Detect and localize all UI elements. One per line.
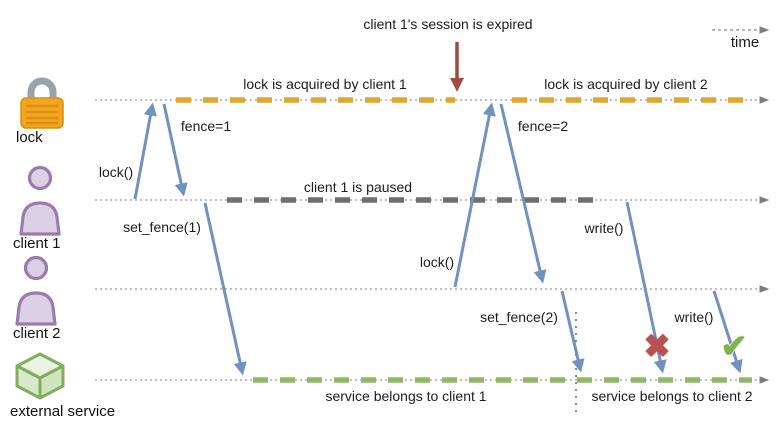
write-rejected-icon: ✖ xyxy=(643,328,671,364)
fence2-label: fence=2 xyxy=(517,118,569,134)
service-belongs-client1-label: service belongs to client 1 xyxy=(325,388,487,404)
lock-acquired-client1-label: lock is acquired by client 1 xyxy=(243,76,407,92)
session-expired-annotation: client 1's session is expired xyxy=(363,16,533,32)
lane-label-external-service: external service xyxy=(10,403,116,420)
time-axis-label: time xyxy=(730,34,760,51)
write1-label: write() xyxy=(584,220,624,236)
fence1-label: fence=1 xyxy=(180,118,232,134)
client1-paused-label: client 1 is paused xyxy=(303,179,413,195)
lock-icon xyxy=(20,77,64,129)
arrow-set-fence1 xyxy=(203,202,247,376)
arrow-set-fence2 xyxy=(560,290,585,373)
lock-call2-label: lock() xyxy=(419,254,455,270)
lock-call1-label: lock() xyxy=(98,164,134,180)
arrow-write-client2 xyxy=(712,290,743,374)
lock-acquired-client2-label: lock is acquired by client 2 xyxy=(544,76,708,92)
arrow-fence2-reply xyxy=(499,103,547,284)
lane-label-client2: client 2 xyxy=(13,325,61,342)
set-fence2-label: set_fence(2) xyxy=(480,309,558,325)
lane-label-lock: lock xyxy=(16,129,43,146)
arrow-write-client1 xyxy=(625,201,667,374)
write2-label: write() xyxy=(674,309,714,325)
client1-person-icon xyxy=(19,165,61,236)
set-fence1-label: set_fence(1) xyxy=(123,219,201,235)
arrow-fence1-reply xyxy=(162,103,188,197)
write-accepted-icon: ✔ xyxy=(720,328,748,364)
arrow-lock-call-client1 xyxy=(133,102,157,200)
lane-label-client1: client 1 xyxy=(13,235,61,252)
external-service-cube-icon xyxy=(15,352,65,400)
service-belongs-client2-label: service belongs to client 2 xyxy=(591,388,753,404)
arrow-lock-call-client2 xyxy=(453,102,496,288)
client2-person-icon xyxy=(15,255,57,326)
